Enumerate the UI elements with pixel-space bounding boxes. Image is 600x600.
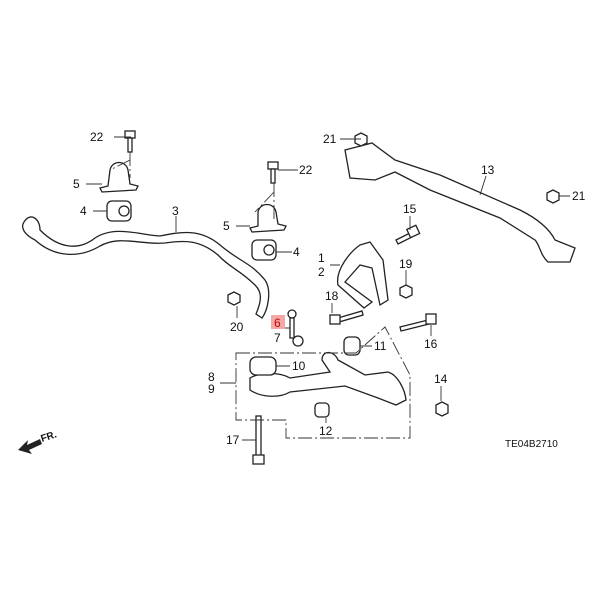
- callout-7[interactable]: 7: [274, 331, 281, 345]
- callout-22[interactable]: 22: [299, 163, 313, 177]
- front-direction-arrow-icon: [18, 439, 42, 454]
- callout-20[interactable]: 20: [230, 320, 244, 334]
- callout-21[interactable]: 21: [323, 132, 337, 146]
- callout-18[interactable]: 18: [325, 289, 339, 303]
- callout-10[interactable]: 10: [292, 359, 306, 373]
- callout-16[interactable]: 16: [424, 337, 438, 351]
- callout-22[interactable]: 22: [90, 130, 104, 144]
- bushing-12[interactable]: [314, 402, 330, 418]
- bolt-17[interactable]: [252, 415, 265, 465]
- lower-arm[interactable]: [249, 351, 407, 406]
- callout-1[interactable]: 1: [318, 251, 325, 265]
- callout-4[interactable]: 4: [293, 245, 300, 259]
- bracket-right[interactable]: [249, 203, 287, 233]
- callout-11[interactable]: 11: [374, 339, 387, 353]
- nut-21-left[interactable]: [354, 132, 368, 147]
- bracket-left[interactable]: [99, 161, 139, 193]
- diagram-code: TE04B2710: [505, 439, 558, 450]
- nut-20[interactable]: [227, 291, 241, 306]
- subframe[interactable]: [344, 142, 576, 263]
- nut-19[interactable]: [399, 284, 413, 299]
- bushing-hole: [263, 244, 275, 256]
- nut-14[interactable]: [435, 401, 449, 417]
- nut-21-right[interactable]: [546, 189, 560, 204]
- bolt-16[interactable]: [399, 313, 437, 332]
- callout-13[interactable]: 13: [481, 163, 495, 177]
- callout-17[interactable]: 17: [226, 433, 240, 447]
- callout-9[interactable]: 9: [208, 382, 215, 396]
- callout-12[interactable]: 12: [319, 424, 333, 438]
- stabilizer-bar[interactable]: [21, 216, 270, 319]
- callout-6[interactable]: 6: [274, 316, 281, 330]
- highlight-box: [271, 315, 285, 329]
- callout-19[interactable]: 19: [399, 257, 413, 271]
- callout-5[interactable]: 5: [223, 219, 230, 233]
- bushing-hole: [118, 205, 130, 217]
- callout-21[interactable]: 21: [572, 189, 586, 203]
- callout-4[interactable]: 4: [80, 204, 87, 218]
- callout-15[interactable]: 15: [403, 202, 417, 216]
- direction-label: FR.: [40, 429, 59, 445]
- bolt-15[interactable]: [395, 224, 421, 245]
- bolt-22-right[interactable]: [267, 161, 279, 184]
- bolt-18[interactable]: [329, 310, 364, 325]
- callout-8[interactable]: 8: [208, 370, 215, 384]
- bolt-22-left[interactable]: [124, 130, 136, 153]
- stabilizer-link[interactable]: [287, 309, 304, 347]
- callout-3[interactable]: 3: [172, 204, 179, 218]
- callout-2[interactable]: 2: [318, 265, 325, 279]
- bushing-10[interactable]: [249, 356, 277, 376]
- bushing-11[interactable]: [343, 336, 361, 356]
- callout-5[interactable]: 5: [73, 177, 80, 191]
- callout-14[interactable]: 14: [434, 372, 448, 386]
- upper-arm[interactable]: [337, 241, 389, 309]
